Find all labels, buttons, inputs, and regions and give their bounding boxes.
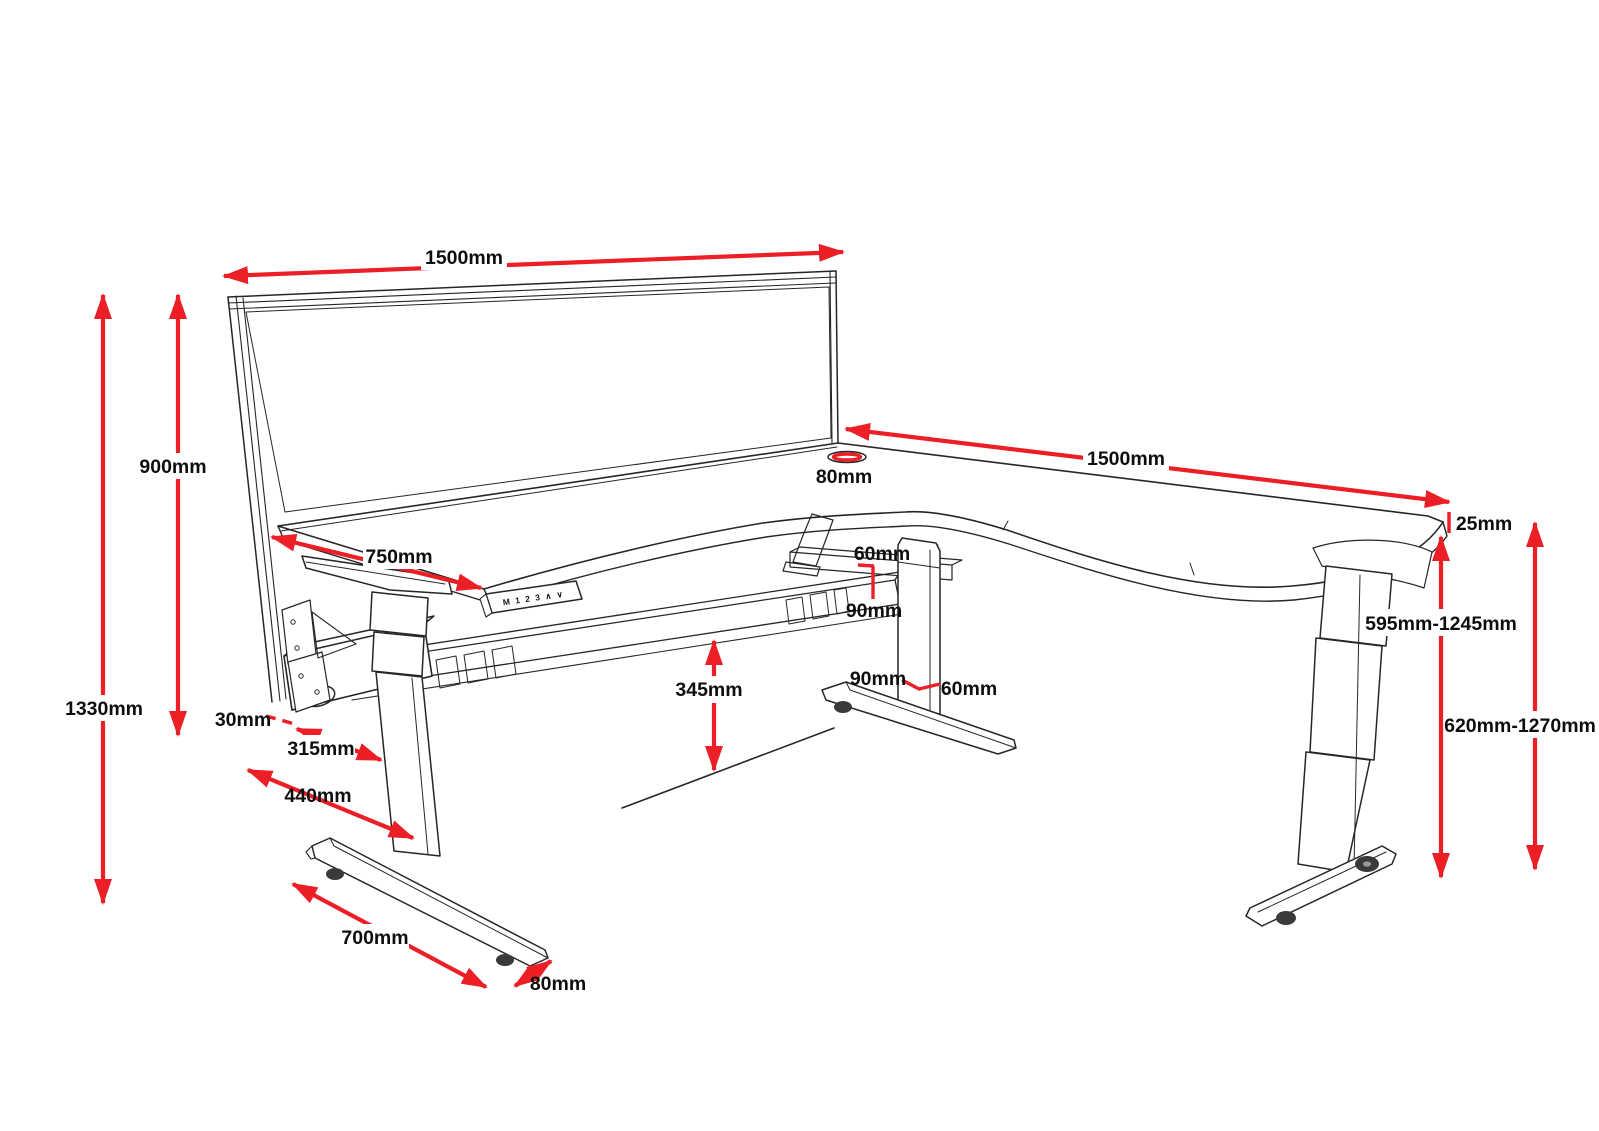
- dim-desktop-thickness: 25mm: [1456, 513, 1512, 535]
- tick-screen-gap: [265, 714, 299, 727]
- middle-leg: [821, 537, 1017, 755]
- dim-overall-height: 1330mm: [65, 698, 143, 720]
- arrow-screen-width: [222, 243, 845, 285]
- floor-line: [621, 727, 835, 809]
- dim-foot-length: 700mm: [341, 927, 408, 949]
- dim-screen-width: 1500mm: [425, 247, 503, 269]
- height-control-pad: [479, 580, 583, 618]
- right-leg: [1245, 539, 1433, 927]
- dim-screen-height: 900mm: [139, 456, 206, 478]
- dim-tray-lip-height: 60mm: [854, 543, 910, 565]
- dim-desk-depth: 750mm: [365, 546, 432, 568]
- desk-line-art: [227, 270, 1448, 967]
- dim-tray-gap-height: 90mm: [846, 600, 902, 622]
- dim-desktop-height-range: 620mm-1270mm: [1444, 715, 1596, 737]
- dim-edge-to-leg: 440mm: [284, 785, 351, 807]
- dim-column-width: 60mm: [941, 678, 997, 700]
- arrow-foot-width: [513, 959, 553, 988]
- cable-spine: [782, 513, 834, 577]
- dim-bracket-to-leg: 315mm: [287, 738, 354, 760]
- dim-foot-width: 80mm: [530, 973, 586, 995]
- dim-frame-height-range: 595mm-1245mm: [1365, 613, 1517, 635]
- dim-column-depth: 90mm: [850, 668, 906, 690]
- dim-under-beam-clearance: 345mm: [675, 679, 742, 701]
- arrow-edge-to-leg: [246, 768, 415, 840]
- dim-grommet-width: 80mm: [816, 466, 872, 488]
- label-backgrounds: [63, 244, 1595, 950]
- dimension-arrows: [94, 243, 1544, 989]
- dimension-labels: 1500mm 1500mm 900mm 1330mm 750mm 80mm 25…: [65, 247, 1596, 995]
- dim-desk-right-width: 1500mm: [1087, 448, 1165, 470]
- tick-tray-gap: [857, 563, 875, 599]
- grommet-icon: [827, 450, 867, 464]
- tick-column-width: [901, 678, 941, 691]
- dim-screen-gap: 30mm: [215, 709, 271, 731]
